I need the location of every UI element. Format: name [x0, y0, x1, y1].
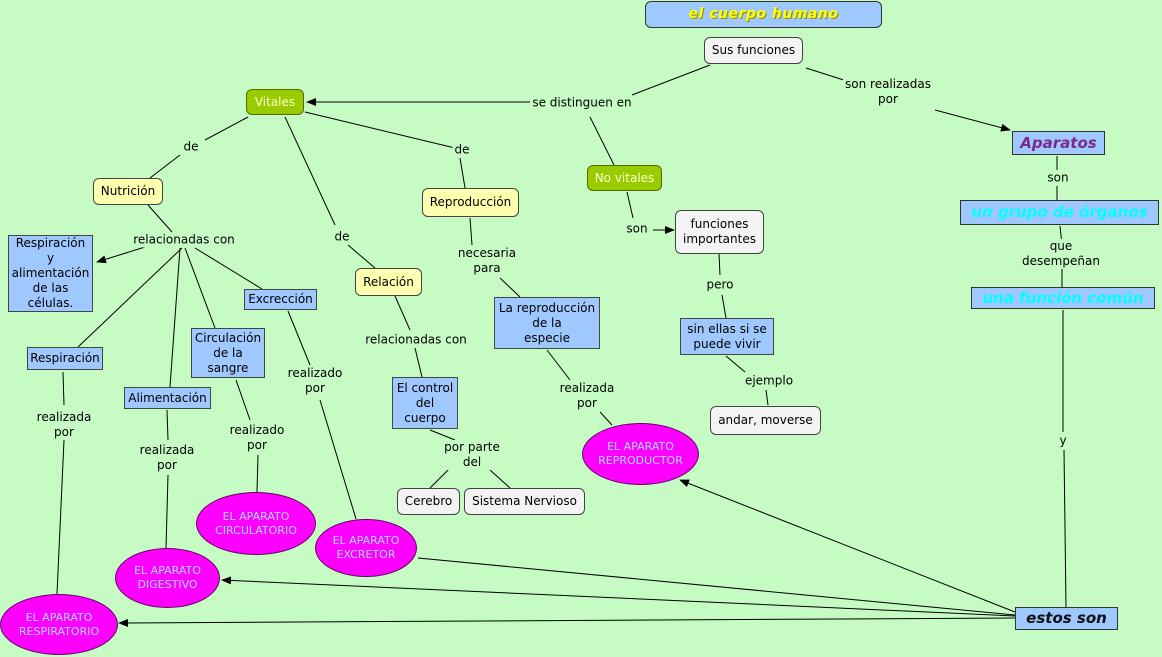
relacion-node: Relación	[355, 268, 422, 296]
aparato-reproductor-node: EL APARATO REPRODUCTOR	[582, 423, 699, 485]
label-son-no-vitales: son	[624, 221, 650, 237]
vitales-node: Vitales	[246, 89, 304, 115]
funcion-comun-node: una función común	[971, 287, 1155, 309]
control-cuerpo-node: El control del cuerpo	[392, 377, 458, 429]
label-y: y	[1057, 433, 1069, 449]
label-necesaria-para: necesaria para	[455, 246, 519, 276]
reproduccion-especie-node: La reproducción de la especie	[494, 297, 600, 349]
estos-son-node: estos son	[1015, 607, 1118, 630]
label-por-parte-del: por parte del	[442, 440, 502, 470]
nutricion-node: Nutrición	[93, 178, 163, 205]
label-se-distinguen: se distinguen en	[530, 95, 634, 111]
andar-moverse-node: andar, moverse	[710, 406, 821, 435]
no-vitales-node: No vitales	[587, 165, 662, 191]
label-realizado-excrecion: realizado por	[285, 366, 345, 396]
sistema-nervioso-node: Sistema Nervioso	[464, 488, 585, 515]
reproduccion-node: Reproducción	[422, 188, 519, 217]
label-que-desempenan: que desempeñan	[1010, 239, 1112, 269]
respiracion-node: Respiración	[27, 347, 103, 370]
label-de-nutricion: de	[181, 139, 201, 155]
label-son-aparatos: son	[1045, 170, 1071, 186]
excrecion-node: Excrección	[244, 289, 317, 310]
alimentacion-node: Alimentación	[124, 387, 211, 409]
label-realizada-reproduccion: realizada por	[557, 381, 617, 411]
label-de-relacion: de	[332, 229, 352, 245]
aparato-digestivo-node: EL APARATO DIGESTIVO	[115, 548, 220, 608]
label-pero: pero	[704, 277, 736, 293]
label-realizada-respiracion: realizada por	[34, 410, 94, 440]
funciones-importantes-node: funciones importantes	[675, 210, 764, 254]
grupo-organos-node: un grupo de órganos	[960, 200, 1159, 225]
label-son-realizadas: son realizadas por	[843, 77, 933, 107]
label-realizada-alimentacion: realizada por	[137, 443, 197, 473]
cerebro-node: Cerebro	[397, 488, 460, 515]
label-relacionadas-nutricion: relacionadas con	[131, 232, 237, 248]
title-node: el cuerpo humano	[645, 1, 882, 28]
respiracion-celulas-node: Respiración y alimentación de las célula…	[8, 235, 93, 312]
label-relacionadas-relacion: relacionadas con	[363, 332, 469, 348]
label-de-reproduccion: de	[452, 142, 472, 158]
aparato-circulatorio-node: EL APARATO CIRCULATORIO	[196, 492, 316, 555]
aparatos-node: Aparatos	[1012, 131, 1105, 155]
label-realizado-circulacion: realizado por	[227, 423, 287, 453]
sus-funciones-node: Sus funciones	[704, 37, 803, 64]
aparato-respiratorio-node: EL APARATO RESPIRATORIO	[0, 594, 118, 655]
circulacion-node: Circulación de la sangre	[191, 328, 265, 378]
sin-ellas-node: sin ellas si se puede vivir	[680, 318, 774, 355]
label-ejemplo: ejemplo	[742, 373, 796, 389]
aparato-excretor-node: EL APARATO EXCRETOR	[315, 519, 417, 577]
